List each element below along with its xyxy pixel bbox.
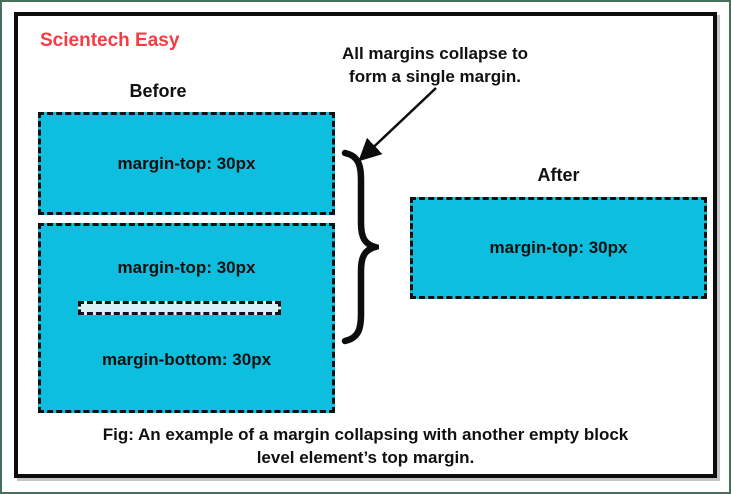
figure-caption: Fig: An example of a margin collapsing w… — [18, 423, 713, 469]
after-box: margin-top: 30px — [410, 197, 707, 299]
before-bottom-box-margin-top-text: margin-top: 30px — [117, 258, 256, 277]
annotation-line1: All margins collapse to — [341, 44, 529, 63]
after-label: After — [537, 165, 580, 185]
curly-brace-icon — [341, 149, 379, 345]
pointer-arrow-icon — [358, 87, 437, 162]
caption-line1: Fig: An example of a margin collapsing w… — [102, 425, 629, 444]
empty-block-element — [78, 301, 281, 315]
before-bottom-box: margin-top: 30px margin-bottom: 30px — [38, 223, 335, 413]
before-label: Before — [129, 81, 187, 101]
before-bottom-box-margin-bottom-text: margin-bottom: 30px — [101, 350, 272, 369]
before-top-box: margin-top: 30px — [38, 112, 335, 215]
collapse-annotation: All margins collapse to form a single ma… — [325, 42, 545, 88]
after-box-text: margin-top: 30px — [489, 238, 628, 257]
brand-watermark: Scientech Easy — [40, 30, 180, 51]
caption-line2: level element’s top margin. — [256, 448, 475, 467]
before-top-box-text: margin-top: 30px — [117, 153, 256, 173]
annotation-line2: form a single margin. — [349, 67, 521, 86]
